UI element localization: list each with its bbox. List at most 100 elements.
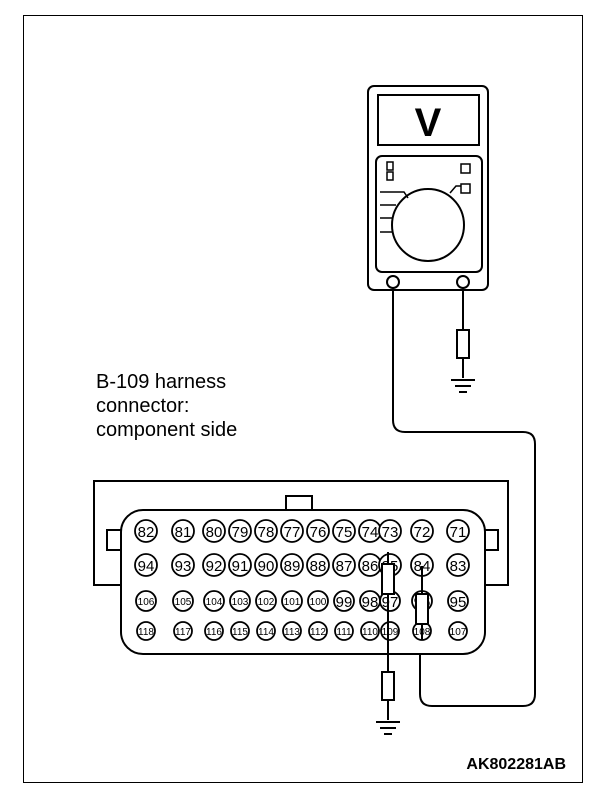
pin-circle (254, 519, 278, 543)
multimeter-dial (391, 188, 465, 262)
pin-label: 82 (138, 524, 155, 541)
pin-circle (134, 553, 158, 577)
pin-97: 97 (379, 590, 401, 612)
pin-label: 95 (450, 594, 467, 611)
probe-84 (415, 566, 429, 640)
pin-113: 113 (282, 621, 302, 641)
multimeter-indicator-1 (386, 161, 394, 171)
pin-circle (256, 621, 276, 641)
pin-81: 81 (171, 519, 195, 543)
connector-housing (93, 480, 509, 655)
ground-symbol-2 (376, 721, 400, 735)
pin-82: 82 (134, 519, 158, 543)
pin-109: 109 (380, 621, 400, 641)
pin-label: 115 (232, 627, 248, 638)
pin-circle (360, 621, 380, 641)
pin-105: 105 (172, 590, 194, 612)
pin-104: 104 (203, 590, 225, 612)
pin-98: 98 (359, 590, 381, 612)
multimeter-indicator-4 (460, 183, 471, 194)
pin-circle (448, 621, 468, 641)
pin-118: 118 (136, 621, 156, 641)
pin-circle (306, 519, 330, 543)
pin-label: 83 (450, 558, 467, 575)
pin-label: 79 (232, 524, 249, 541)
pin-90: 90 (254, 553, 278, 577)
pin-circle (202, 519, 226, 543)
pin-label: 81 (175, 524, 192, 541)
pin-88: 88 (306, 553, 330, 577)
pin-101: 101 (281, 590, 303, 612)
pin-label: 87 (336, 558, 353, 575)
pin-circle (173, 621, 193, 641)
pin-label: 80 (206, 524, 223, 541)
pin-circle (136, 621, 156, 641)
pin-75: 75 (332, 519, 356, 543)
pin-circle (228, 519, 252, 543)
pin-83: 83 (446, 553, 470, 577)
pin-circle (333, 590, 355, 612)
pin-111: 111 (334, 621, 354, 641)
pin-circle (447, 590, 469, 612)
connector-label: B-109 harness connector: component side (96, 370, 237, 442)
pin-87: 87 (332, 553, 356, 577)
connector-label-line-1: B-109 harness (96, 371, 227, 393)
pin-circle (228, 553, 252, 577)
pin-71: 71 (446, 519, 470, 543)
pin-label: 74 (362, 524, 379, 541)
pin-label: 88 (310, 558, 327, 575)
multimeter-indicator-2 (386, 171, 394, 181)
diagram-frame (23, 15, 583, 783)
pin-circle (230, 621, 250, 641)
pin-label: 92 (206, 558, 223, 575)
meter-probe-lead (392, 288, 536, 707)
pin-label: 98 (362, 594, 379, 611)
pin-78: 78 (254, 519, 278, 543)
pin-circle (135, 590, 157, 612)
pin-label: 97 (382, 594, 399, 611)
pin-label: 94 (138, 558, 155, 575)
pin-label: 109 (382, 627, 399, 638)
pin-circle (332, 553, 356, 577)
pin-label: 116 (206, 627, 222, 638)
pin-94: 94 (134, 553, 158, 577)
pin-circle (282, 621, 302, 641)
pin-circle (446, 519, 470, 543)
pin-73: 73 (378, 519, 402, 543)
pin-86: 86 (358, 553, 382, 577)
pin-74: 74 (358, 519, 382, 543)
pin-label: 75 (336, 524, 353, 541)
pin-91: 91 (228, 553, 252, 577)
pin-circle (254, 553, 278, 577)
pin-label: 118 (138, 627, 154, 638)
pin-circle (410, 519, 434, 543)
pin-110: 110 (360, 621, 380, 641)
pin-label: 76 (310, 524, 327, 541)
pin-112: 112 (308, 621, 328, 641)
multimeter-display (377, 94, 480, 146)
pin-label: 104 (206, 597, 223, 608)
pin-circle (203, 590, 225, 612)
pin-117: 117 (173, 621, 193, 641)
pin-circle (229, 590, 251, 612)
pin-circle (307, 590, 329, 612)
multimeter-display-symbol: V (415, 101, 442, 145)
multimeter (367, 85, 489, 291)
pin-103: 103 (229, 590, 251, 612)
pin-115: 115 (230, 621, 250, 641)
pin-circle (255, 590, 277, 612)
pin-circle (281, 590, 303, 612)
pin-label: 78 (258, 524, 275, 541)
ground-symbol-1 (451, 379, 475, 393)
multimeter-panel (375, 155, 483, 273)
pin-circle (380, 621, 400, 641)
pin-circle (280, 519, 304, 543)
connector-label-line-3: component side (96, 419, 238, 441)
connector-key (285, 495, 313, 511)
pin-89: 89 (280, 553, 304, 577)
pin-circle (204, 621, 224, 641)
figure-code: AK802281AB (466, 756, 566, 773)
pin-116: 116 (204, 621, 224, 641)
pin-label: 99 (336, 594, 353, 611)
